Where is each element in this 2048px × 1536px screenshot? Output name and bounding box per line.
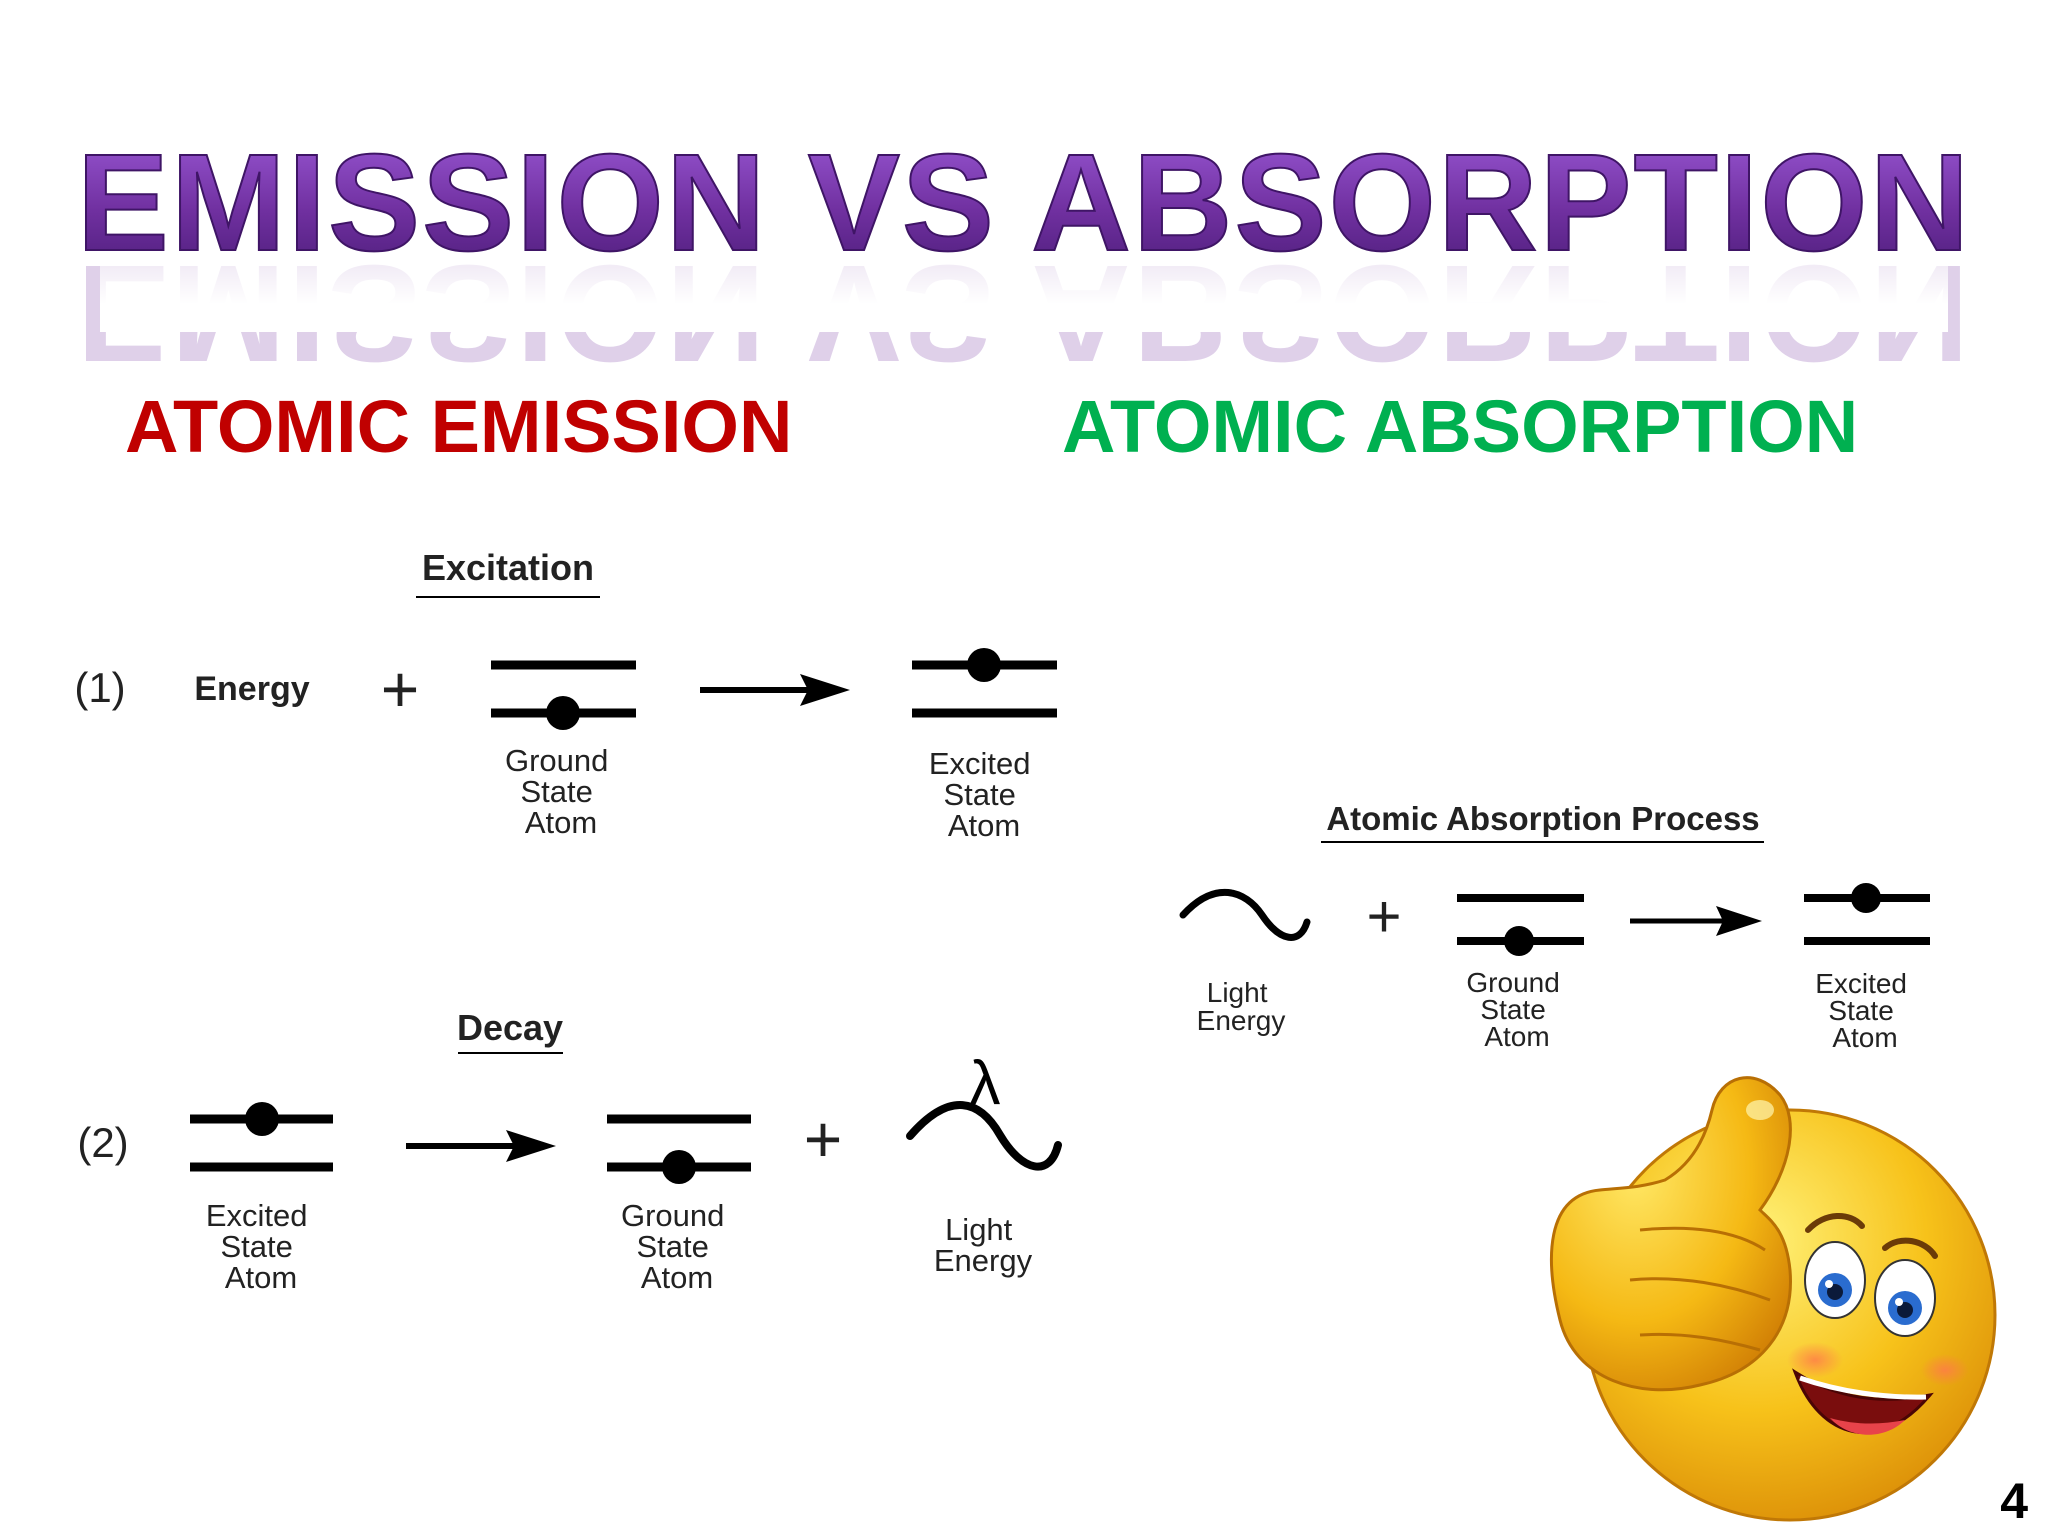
absorption-diagram: Atomic Absorption Process Light Energy +… [1179, 800, 1930, 1053]
light-energy-label-emission: Light Energy [934, 1212, 1033, 1278]
ground-state-label-2: Ground State Atom [621, 1198, 733, 1295]
excitation-title: Excitation [422, 547, 594, 588]
absorption-process-title: Atomic Absorption Process [1326, 800, 1759, 837]
excited-state-label-1: Excited State Atom [929, 746, 1039, 843]
light-wave-icon [1179, 888, 1311, 941]
excited-state-atom-icon [190, 1102, 333, 1172]
excited-state-atom-icon [912, 648, 1057, 718]
slide-title-group: EMISSION VS ABSORPTION EMISSION VS ABSOR… [76, 125, 1971, 390]
excited-state-atom-icon [1804, 883, 1930, 945]
ground-state-atom-icon [491, 660, 636, 730]
page-number: 4 [2000, 1473, 2028, 1529]
absorption-heading: ATOMIC ABSORPTION [1062, 385, 1858, 468]
plus-sign-3: + [1366, 883, 1401, 950]
ground-state-atom-icon [1457, 894, 1584, 956]
excitation-diagram: Excitation (1) Energy + Ground State Ato… [74, 547, 1057, 843]
plus-sign-2: + [804, 1102, 843, 1176]
slide-title: EMISSION VS ABSORPTION [77, 126, 1971, 280]
excited-state-label-2: Excited State Atom [206, 1198, 316, 1295]
light-wave-icon [906, 1101, 1062, 1171]
step-number-2: (2) [77, 1119, 128, 1166]
arrow-right-icon [1630, 906, 1762, 936]
plus-sign-1: + [381, 652, 420, 726]
light-energy-label-absorption: Light Energy [1197, 977, 1286, 1036]
excited-state-label-3: Excited State Atom [1815, 968, 1915, 1053]
arrow-right-icon [406, 1130, 556, 1162]
decay-title: Decay [457, 1007, 563, 1048]
thumbs-up-smiley-icon [1549, 1076, 1997, 1522]
ground-state-label-1: Ground State Atom [505, 743, 617, 840]
decay-diagram: Decay (2) Excited State Atom Ground Stat… [77, 1007, 1062, 1295]
emission-heading: ATOMIC EMISSION [125, 385, 792, 468]
ground-state-label-3: Ground State Atom [1466, 967, 1567, 1052]
ground-state-atom-icon [607, 1114, 751, 1184]
energy-label: Energy [194, 670, 309, 708]
step-number-1: (1) [74, 664, 125, 711]
arrow-right-icon [700, 674, 850, 706]
